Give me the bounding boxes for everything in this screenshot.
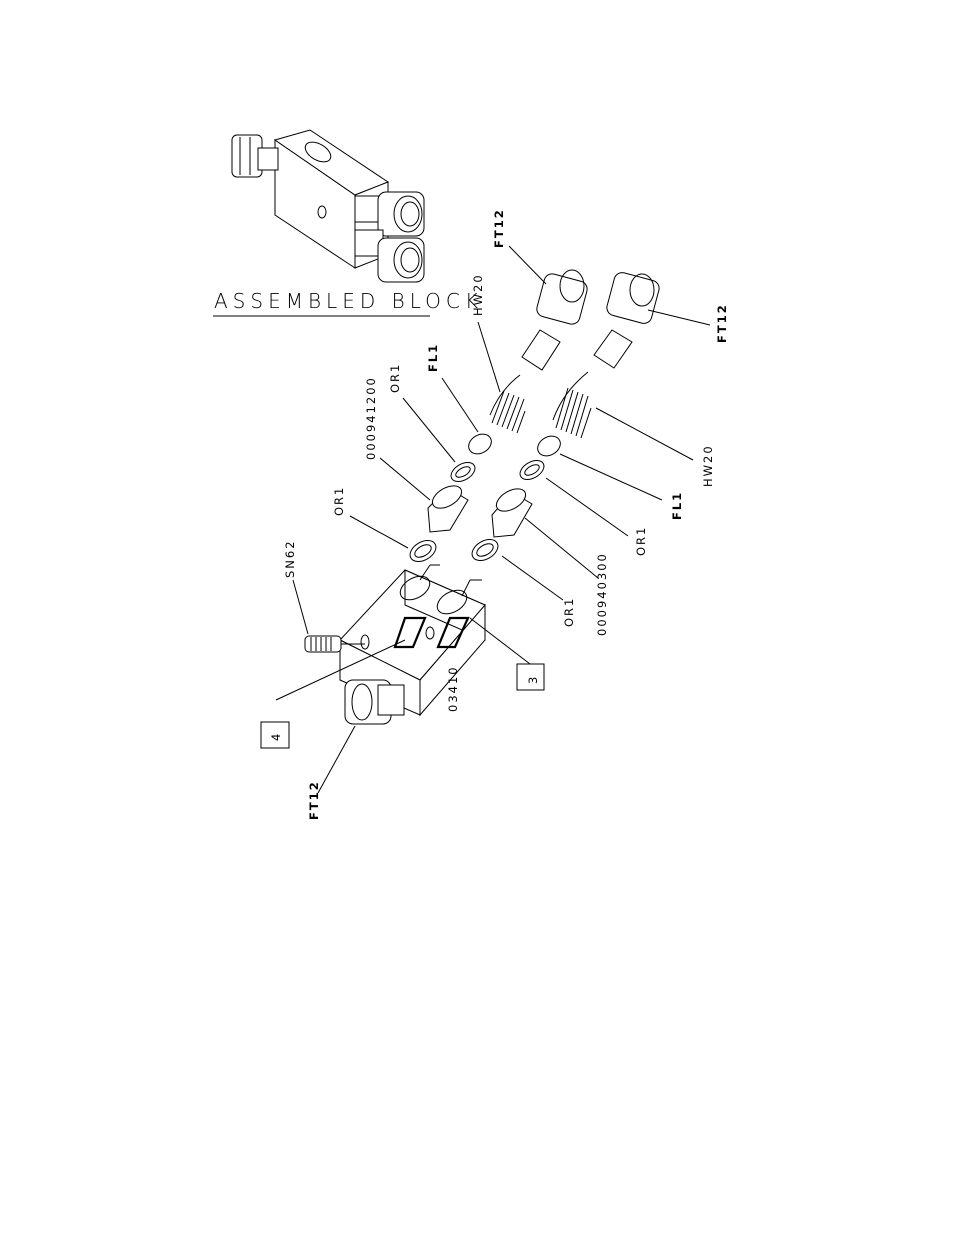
label-fl1-upper: FL1: [426, 343, 440, 372]
label-or1-upper-a: OR1: [388, 363, 402, 393]
label-hw20-lower: HW20: [701, 444, 715, 487]
label-sn62: SN62: [283, 539, 297, 578]
label-hw20-upper: HW20: [471, 273, 485, 316]
label-callout-3: 3: [526, 675, 540, 684]
label-ft12-right: FT12: [715, 303, 729, 343]
label-ft12-top: FT12: [492, 208, 506, 248]
lower-stack-drawing: [461, 272, 660, 597]
label-part-000940300: 000940300: [595, 552, 609, 636]
assembled-block-drawing: [231, 129, 425, 283]
callout-box-3: [516, 663, 545, 691]
fitting-ft12-bottom: [344, 679, 405, 725]
label-ft12-bottom: FT12: [307, 780, 321, 820]
set-screw-sn62: [304, 635, 365, 653]
label-fl1-lower: FL1: [670, 491, 684, 520]
label-callout-4: 4: [269, 732, 283, 741]
main-block-drawing: [339, 569, 486, 717]
assembled-block-title: ASSEMBLED BLOCK: [214, 289, 483, 313]
callout-box-4: [260, 721, 290, 749]
upper-stack-drawing: [409, 269, 588, 581]
label-block-03410: 03410: [446, 665, 460, 712]
label-or1-lower-a: OR1: [634, 526, 648, 556]
leader-lines: [275, 245, 711, 794]
label-part-000941200: 000941200: [364, 376, 378, 460]
label-or1-upper-b: OR1: [332, 486, 346, 516]
label-or1-lower-b: OR1: [562, 597, 576, 627]
